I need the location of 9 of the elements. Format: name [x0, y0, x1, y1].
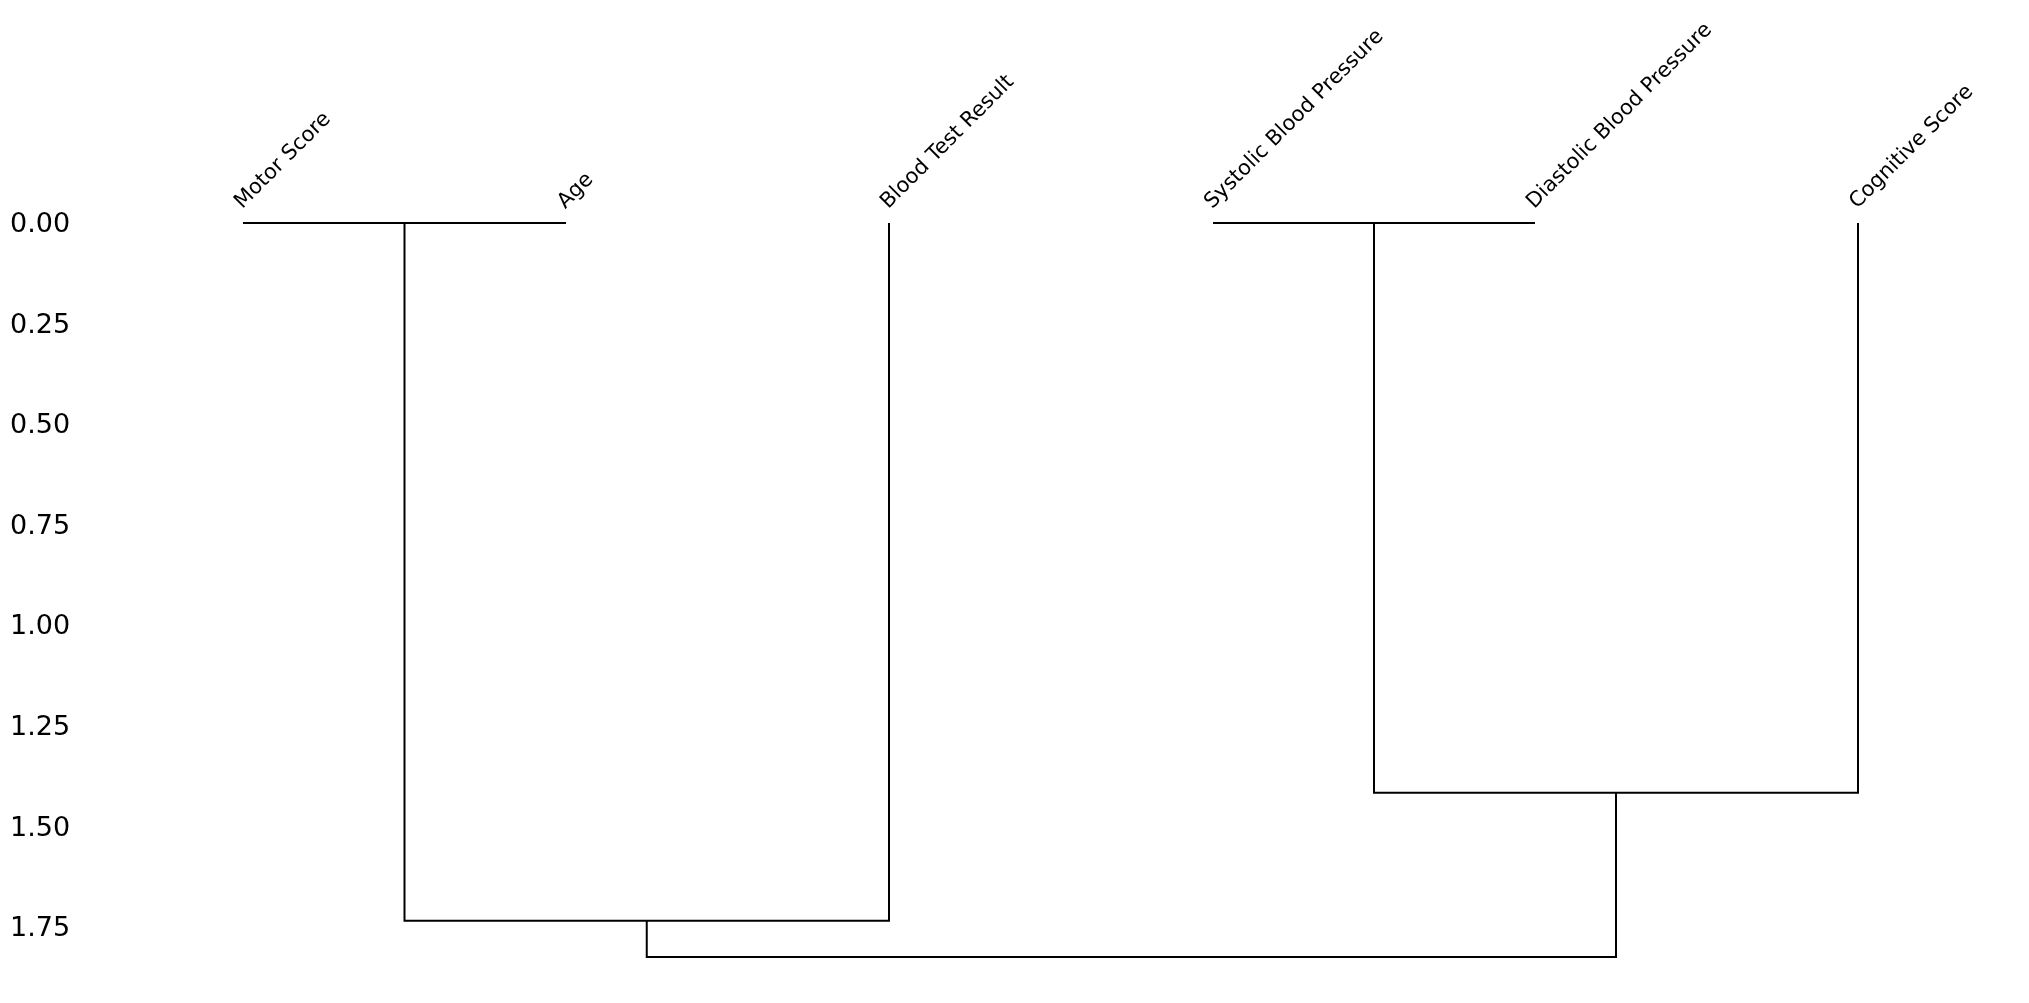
axis-tick-label: 0.00 — [10, 209, 71, 236]
axis-tick-label: 0.75 — [10, 510, 71, 538]
axis-tick-label: 0.50 — [10, 410, 71, 438]
axis-tick-label: 1.25 — [10, 712, 71, 739]
axis-tick-label: 0.25 — [10, 309, 71, 337]
axis-tick-label: 1.75 — [10, 913, 71, 941]
axis-tick-label: 1.00 — [10, 611, 71, 639]
axis-tick-label: 1.50 — [10, 812, 71, 840]
leaf-label: Age — [553, 168, 597, 212]
